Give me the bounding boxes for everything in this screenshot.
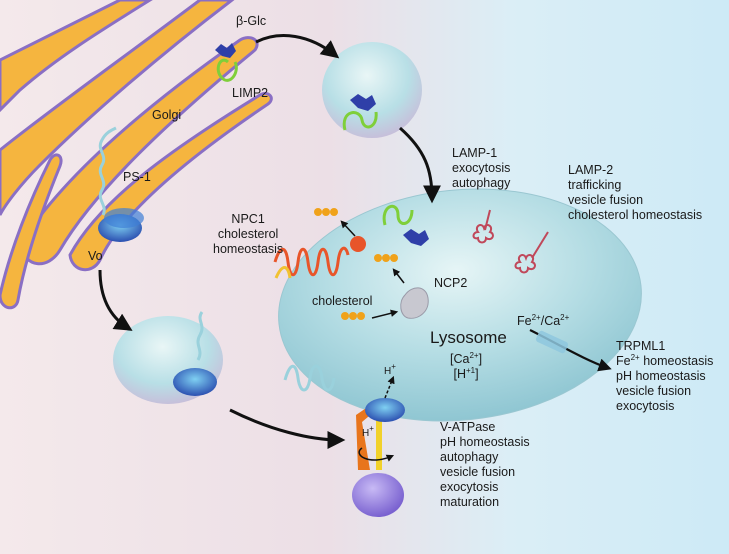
lamp1-protein: [472, 209, 494, 244]
ncp2-protein: [400, 287, 429, 319]
vo-complex-golgi: [98, 208, 144, 242]
membrane-coil: [283, 364, 336, 392]
vo-label: Vo: [88, 249, 103, 263]
limp2-label: LIMP2: [232, 86, 269, 100]
v-atpase-complex: [352, 375, 405, 517]
lysosome-label: Lysosome: [430, 328, 507, 347]
lysosome-ions: [Ca2+] [H+1]: [450, 351, 483, 382]
npc1-protein: [273, 236, 366, 279]
cholesterol-arrows: [340, 220, 405, 319]
h-plus-in-label: H+: [362, 424, 374, 440]
lamp2-protein: [514, 231, 549, 274]
lysosome: [278, 188, 642, 422]
trpml1-label: TRPML1 Fe2+ homeostasis pH homeostasis v…: [616, 339, 714, 413]
h-plus-out-label: H+: [384, 362, 396, 378]
limp2-golgi: [215, 43, 238, 82]
beta-glc-label: β-Glc: [236, 14, 267, 28]
cholesterol-molecules: [314, 208, 398, 320]
limp2-lysosome: [382, 204, 429, 246]
golgi-label: Golgi: [152, 108, 182, 122]
ps1-label: PS-1: [123, 170, 151, 184]
ps1-coil: [98, 126, 117, 216]
cholesterol-label: cholesterol: [312, 294, 373, 308]
fe-ca-label: Fe2+/Ca2+: [517, 313, 570, 329]
vo-complex-vesicle: [173, 311, 217, 396]
ncp2-label: NCP2: [434, 276, 468, 290]
trpml1-channel: [535, 330, 569, 354]
limp2-vesicle: [342, 94, 378, 131]
